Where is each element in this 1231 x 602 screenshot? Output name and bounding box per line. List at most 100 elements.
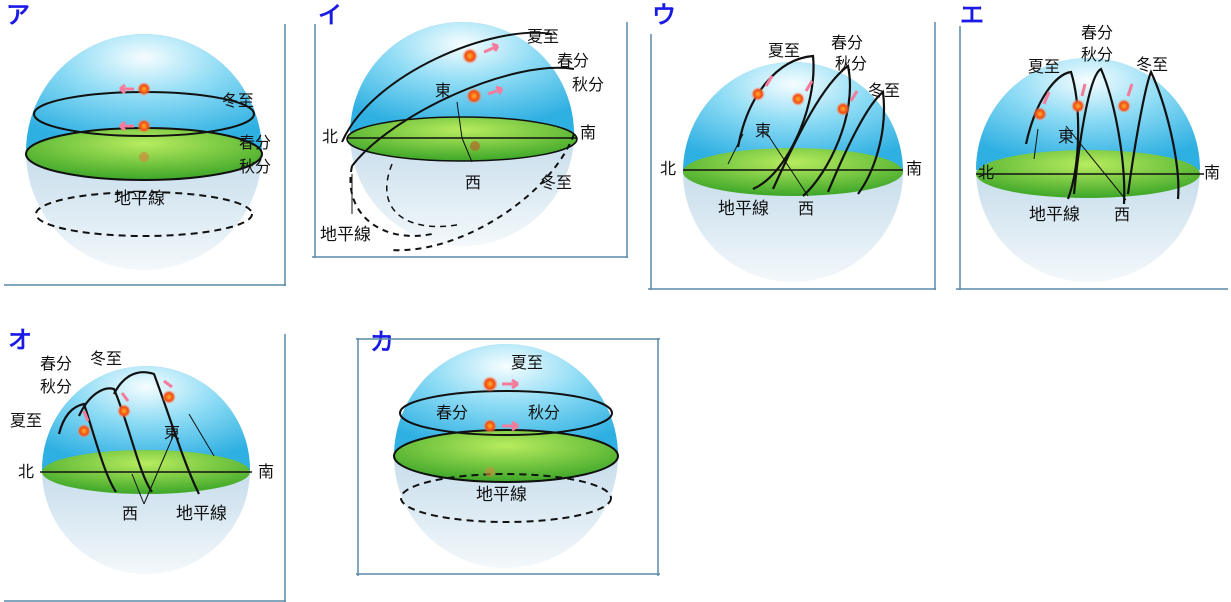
arrow-icon (82, 410, 90, 422)
guide-line (727, 133, 744, 165)
west-label: 西 (1114, 205, 1130, 224)
diagram-e: 夏至 春分 秋分 冬至 東 北 南 地平線 西 (956, 23, 1228, 290)
west-label: 西 (465, 173, 481, 192)
guide-line (1033, 128, 1039, 160)
panel-label-i: イ (318, 1, 342, 29)
sun-path-equinox (77, 387, 153, 493)
horizon-plane (393, 429, 619, 483)
sun-icon (470, 141, 480, 151)
spring-equinox-label: 春分 (557, 51, 589, 70)
sky-dome (976, 58, 1200, 170)
autumn-equinox-label: 秋分 (572, 75, 604, 94)
arrow-icon (163, 379, 173, 389)
sun-icon (466, 88, 482, 104)
arrow-icon (1126, 83, 1134, 97)
autumn-equinox-label: 秋分 (40, 377, 72, 396)
horizon-label: 地平線 (476, 485, 527, 505)
sun-icon (462, 48, 478, 64)
sun-path-equinox (1072, 67, 1126, 205)
guide-line (143, 433, 175, 505)
sun-icon (162, 390, 176, 404)
sun-path-equinox (771, 64, 852, 197)
diagram-a: 冬至 春分 秋分 地平線 (4, 24, 286, 286)
sun-path-summer (57, 402, 117, 493)
arrow-icon (487, 85, 504, 96)
summer-solstice-label: 夏至 (1028, 57, 1060, 76)
sun-path-summer (1024, 70, 1080, 200)
sun-icon (751, 87, 765, 101)
sun-path-equinox (351, 66, 575, 167)
sun-path-winter (1126, 69, 1180, 200)
sky-dome (350, 22, 574, 134)
east-label: 東 (755, 121, 771, 140)
sun-path-below-horizon (349, 165, 433, 237)
autumn-equinox-label: 秋分 (528, 403, 560, 422)
arrow-icon (119, 120, 134, 132)
south-label: 南 (258, 462, 274, 481)
diagram-o: 春分 秋分 冬至 夏至 東 北 南 西 地平線 (4, 334, 286, 602)
autumn-equinox-label: 秋分 (835, 54, 867, 73)
east-label: 東 (1058, 127, 1074, 146)
arrow-icon (849, 90, 859, 102)
east-label: 東 (164, 423, 180, 442)
north-label: 北 (18, 462, 34, 481)
sun-path-winter (391, 133, 575, 252)
autumn-equinox-label: 秋分 (1081, 45, 1113, 64)
panel-label-ka: カ (370, 328, 394, 356)
sun-icon (137, 82, 151, 96)
winter-solstice-label: 冬至 (90, 349, 122, 368)
sun-icon (117, 404, 131, 418)
arrow-icon (119, 83, 134, 95)
south-label: 南 (580, 123, 596, 142)
guide-line (456, 101, 463, 139)
arrow-icon (1042, 91, 1051, 105)
sun-path-below-horizon (35, 191, 253, 237)
horizon-plane (683, 148, 903, 196)
summer-solstice-label: 夏至 (10, 411, 42, 430)
winter-solstice-label: 冬至 (868, 81, 900, 100)
spring-equinox-label: 春分 (831, 33, 863, 52)
sun-icon (77, 424, 91, 438)
arrow-icon (120, 392, 130, 402)
west-label: 西 (122, 504, 138, 523)
sun-path-winter (826, 89, 885, 195)
diagram-ka: 夏至 春分 秋分 地平線 (356, 338, 660, 576)
spring-equinox-label: 春分 (1081, 23, 1113, 42)
spring-equinox-label: 春分 (40, 354, 72, 373)
east-label: 東 (435, 81, 451, 100)
diagram-u: 夏至 春分 秋分 冬至 東 北 南 地平線 西 (648, 22, 936, 290)
autumn-equinox-label: 秋分 (239, 157, 271, 176)
spring-equinox-label: 春分 (436, 403, 468, 422)
north-label: 北 (978, 163, 994, 182)
sun-icon (139, 152, 149, 162)
south-label: 南 (906, 159, 922, 178)
north-label: 北 (322, 127, 338, 146)
horizon-label: 地平線 (176, 504, 227, 524)
guide-line (188, 413, 215, 457)
panel-label-e: エ (960, 1, 984, 29)
arrow-icon (804, 80, 814, 92)
sun-icon (137, 119, 151, 133)
summer-solstice-label: 夏至 (768, 41, 800, 60)
sun-path-below-horizon (400, 473, 612, 523)
horizon-label: 地平線 (320, 225, 371, 245)
sun-icon (791, 92, 805, 106)
sky-dome (394, 344, 618, 456)
north-label: 北 (660, 159, 676, 178)
sun-path-equinox (399, 390, 613, 436)
guide-line (765, 131, 809, 197)
winter-solstice-label: 冬至 (1136, 55, 1168, 74)
west-label: 西 (798, 199, 814, 218)
summer-solstice-label: 夏至 (511, 353, 543, 372)
winter-solstice-label: 冬至 (222, 91, 254, 110)
sun-icon (1117, 99, 1131, 113)
sun-path-summer (736, 54, 815, 191)
south-label: 南 (1204, 163, 1220, 182)
sun-icon (485, 467, 495, 477)
arrow-icon (502, 420, 519, 432)
sun-path-below-horizon (386, 163, 463, 228)
sun-icon (482, 376, 498, 392)
guide-line (131, 473, 145, 505)
horizon-label: 地平線 (114, 189, 165, 209)
winter-solstice-label: 冬至 (540, 173, 572, 192)
